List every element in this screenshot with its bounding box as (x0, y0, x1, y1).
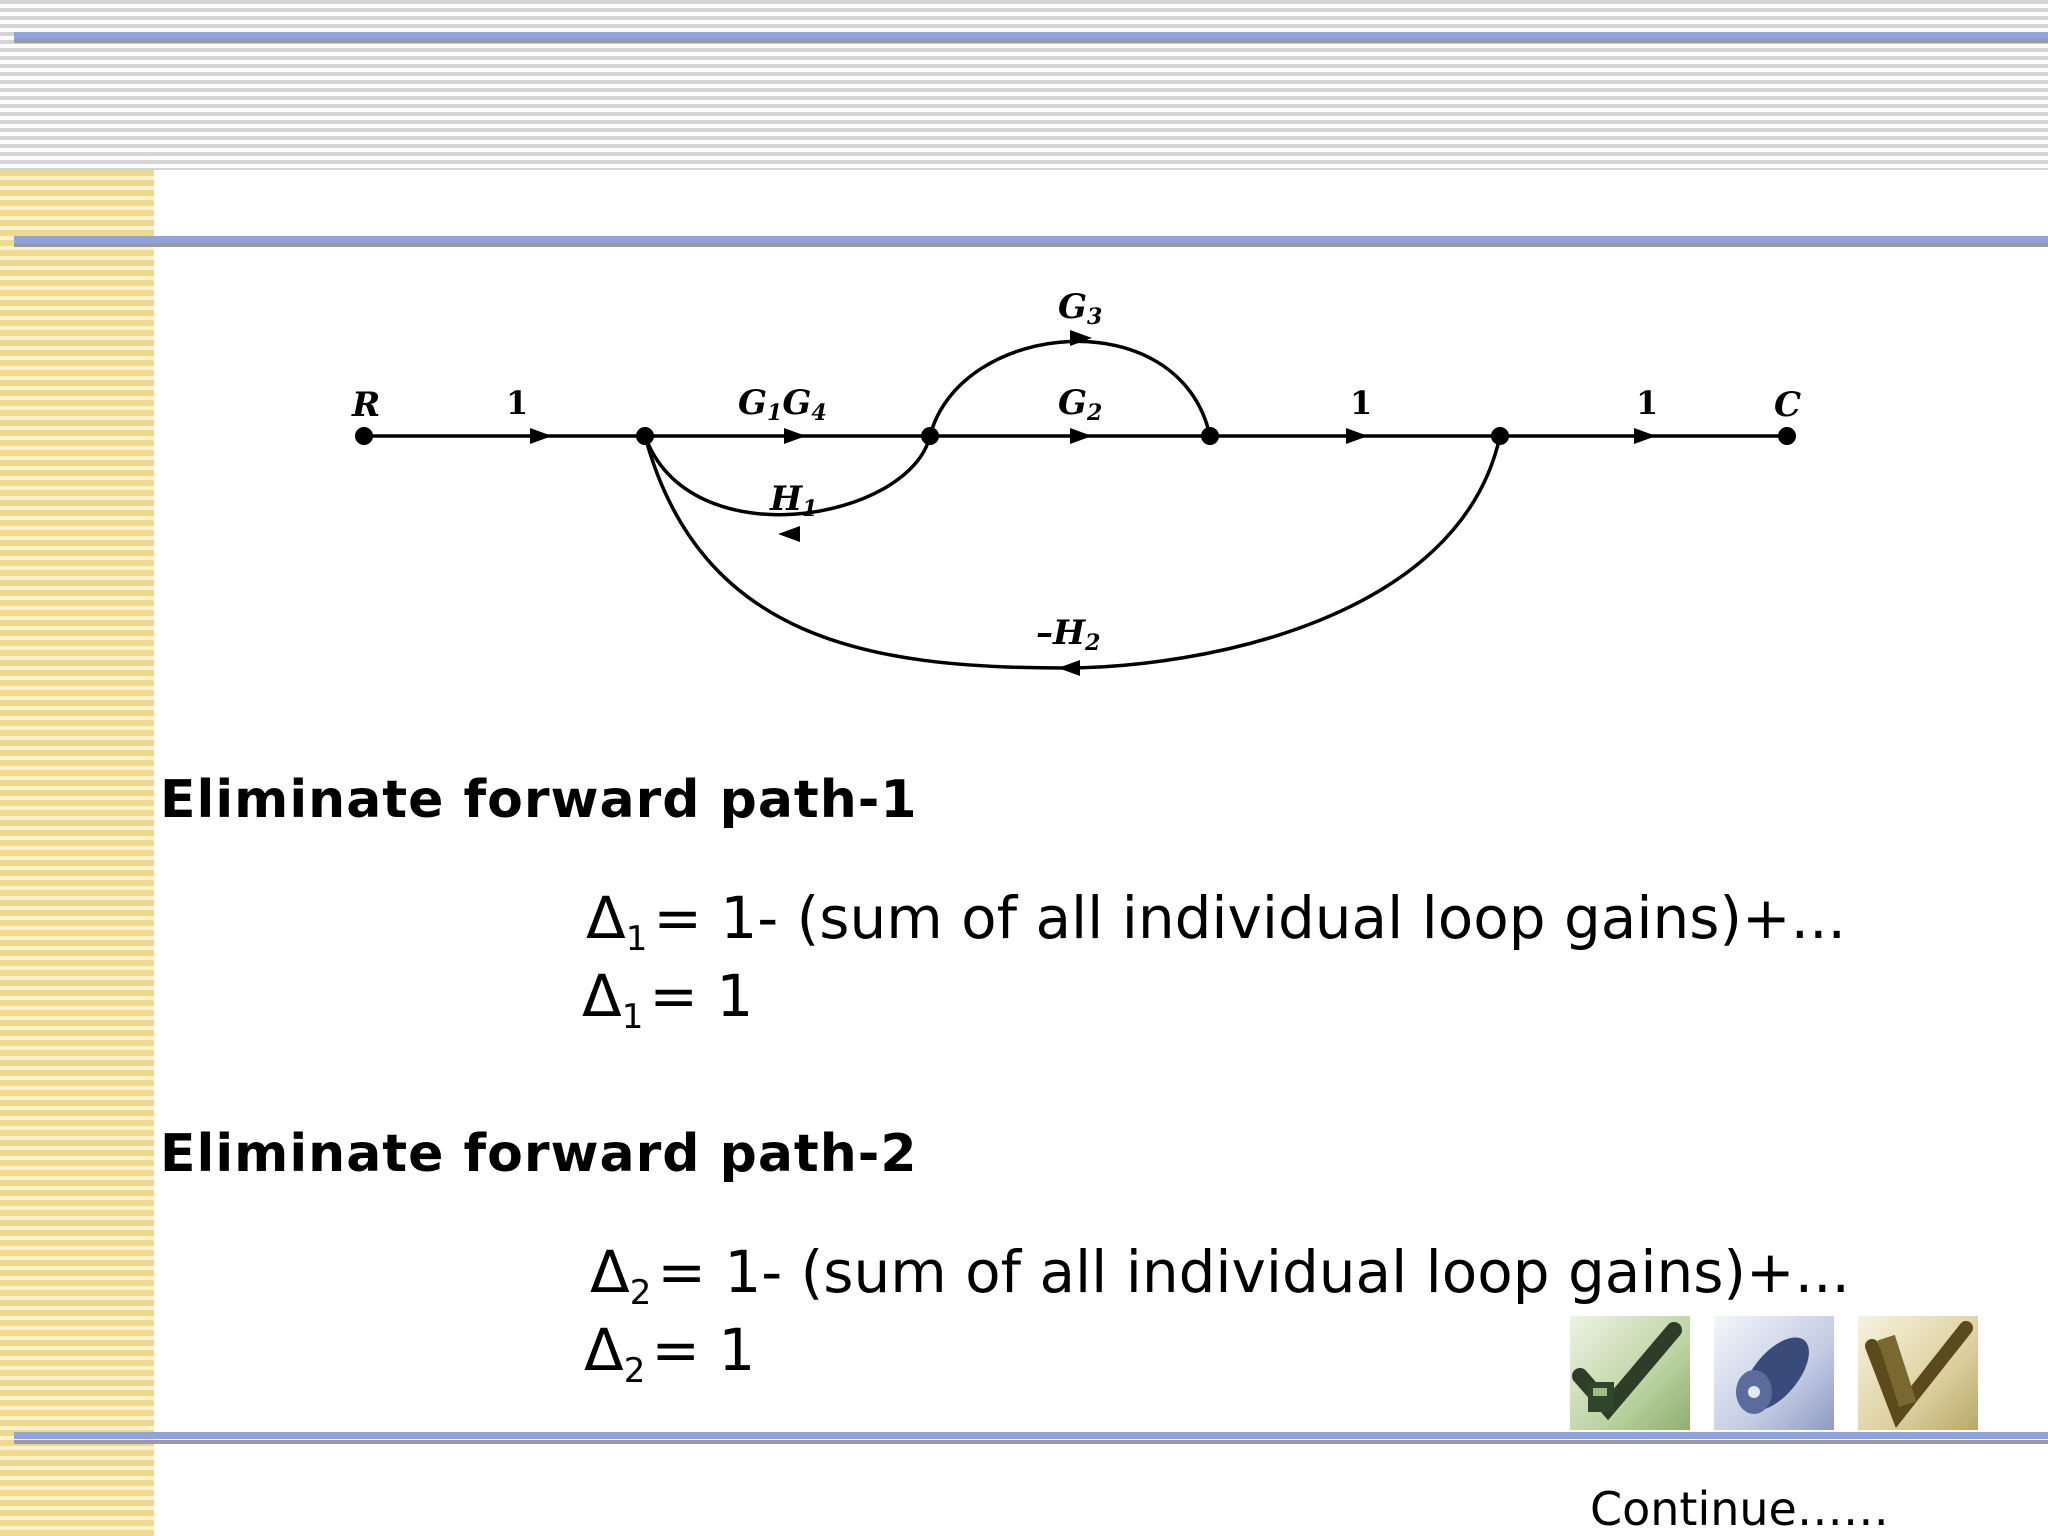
delta-subscript: 2 (629, 1273, 652, 1313)
section-1-equation-1: Δ1= 1- (sum of all individual loop gains… (586, 884, 1846, 959)
arrow-g3 (1070, 330, 1092, 346)
rule-top (14, 32, 2048, 39)
equation-text: = 1- (sum of all individual loop gains)+… (657, 1238, 1850, 1306)
gain-label-h2: –H2 (1036, 613, 1100, 656)
branch-h1-loop (643, 435, 932, 517)
delta-symbol: Δ (590, 1238, 630, 1306)
section-1-equation-2: Δ1= 1 (582, 962, 753, 1037)
arrow-g2 (1070, 428, 1092, 444)
delta-symbol: Δ (584, 1316, 624, 1384)
cd-disc-icon[interactable] (1714, 1316, 1834, 1430)
node-n1 (636, 427, 654, 445)
gain-label-n4-c: 1 (1636, 384, 1658, 422)
arrow-n3-n4 (1346, 428, 1368, 444)
node-r (355, 427, 373, 445)
rule-upper (14, 236, 2048, 243)
rule-lower-shadow (14, 1440, 2048, 1444)
section-2-heading: Eliminate forward path-2 (160, 1124, 918, 1184)
check-disk-icon[interactable] (1570, 1316, 1690, 1430)
rule-top-shadow (14, 39, 2048, 43)
arrow-r-n1 (530, 428, 552, 444)
top-stripe-band (0, 0, 2048, 170)
delta-symbol: Δ (586, 884, 626, 952)
node-label-r: R (351, 385, 380, 425)
gain-label-r-n1: 1 (506, 384, 528, 422)
signal-flow-graph: R C 1 G1G4 G3 G2 1 1 H1 –H2 (351, 287, 1801, 676)
section-2-equation-1: Δ2= 1- (sum of all individual loop gains… (590, 1238, 1850, 1313)
rule-lower (14, 1432, 2048, 1439)
rule-upper-shadow (14, 243, 2048, 247)
delta-symbol: Δ (582, 962, 622, 1030)
node-n4 (1491, 427, 1509, 445)
gain-label-g3: G3 (1058, 287, 1102, 330)
equation-text: = 1 (651, 1316, 756, 1384)
section-1-heading: Eliminate forward path-1 (160, 770, 918, 830)
node-n2 (921, 427, 939, 445)
node-n3 (1201, 427, 1219, 445)
notepad-check-icon[interactable] (1858, 1316, 1978, 1430)
arrow-n1-n2 (784, 428, 806, 444)
gain-label-n3-n4: 1 (1350, 384, 1372, 422)
node-label-c: C (1774, 385, 1801, 425)
gain-label-g1g4: G1G4 (738, 383, 827, 426)
arrow-h2 (1058, 660, 1080, 676)
node-c (1778, 427, 1796, 445)
equation-text: = 1 (649, 962, 754, 1030)
gain-label-g2: G2 (1058, 383, 1102, 426)
arrow-n4-c (1634, 428, 1656, 444)
equation-text: = 1- (sum of all individual loop gains)+… (653, 884, 1846, 952)
continue-link[interactable]: Continue…… (1590, 1482, 1889, 1536)
arrow-h1 (778, 526, 800, 542)
section-2-equation-2: Δ2= 1 (584, 1316, 755, 1391)
delta-subscript: 2 (623, 1351, 646, 1391)
gain-label-h1: H1 (769, 479, 817, 522)
delta-subscript: 1 (625, 919, 648, 959)
delta-subscript: 1 (621, 997, 644, 1037)
left-stripe-band (0, 170, 154, 1536)
